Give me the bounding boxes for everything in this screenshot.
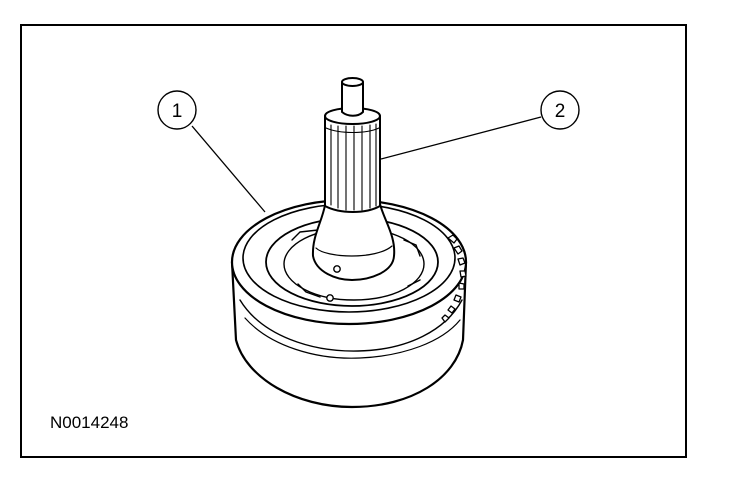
splined-shaft: [324, 115, 381, 213]
clutch-drum-assembly: [230, 77, 468, 409]
shaft-base-hole: [333, 265, 341, 273]
callout-1-leader: [191, 125, 266, 213]
drum-lip: [239, 299, 463, 352]
retaining-ring: [291, 229, 421, 298]
shaft-splines: [325, 123, 380, 211]
callout-2-bubble: [540, 90, 580, 130]
callout-2-number: 2: [555, 101, 566, 122]
shaft-base-cone: [311, 203, 396, 281]
figure-id-label: N0014248: [50, 413, 128, 432]
shaft-pilot-tip: [341, 81, 364, 117]
callout-1-number: 1: [172, 101, 183, 122]
shaft-pilot-tip-top: [341, 77, 364, 87]
hub-hole: [326, 294, 334, 302]
ring-gear-teeth: [441, 234, 467, 323]
callout-1: 1: [157, 90, 266, 213]
callout-2: 2: [380, 90, 580, 160]
drum-lip-lower: [244, 317, 461, 359]
callout-1-bubble: [157, 90, 197, 130]
callout-2-leader: [380, 116, 542, 160]
shaft-base-highlight: [315, 245, 393, 257]
